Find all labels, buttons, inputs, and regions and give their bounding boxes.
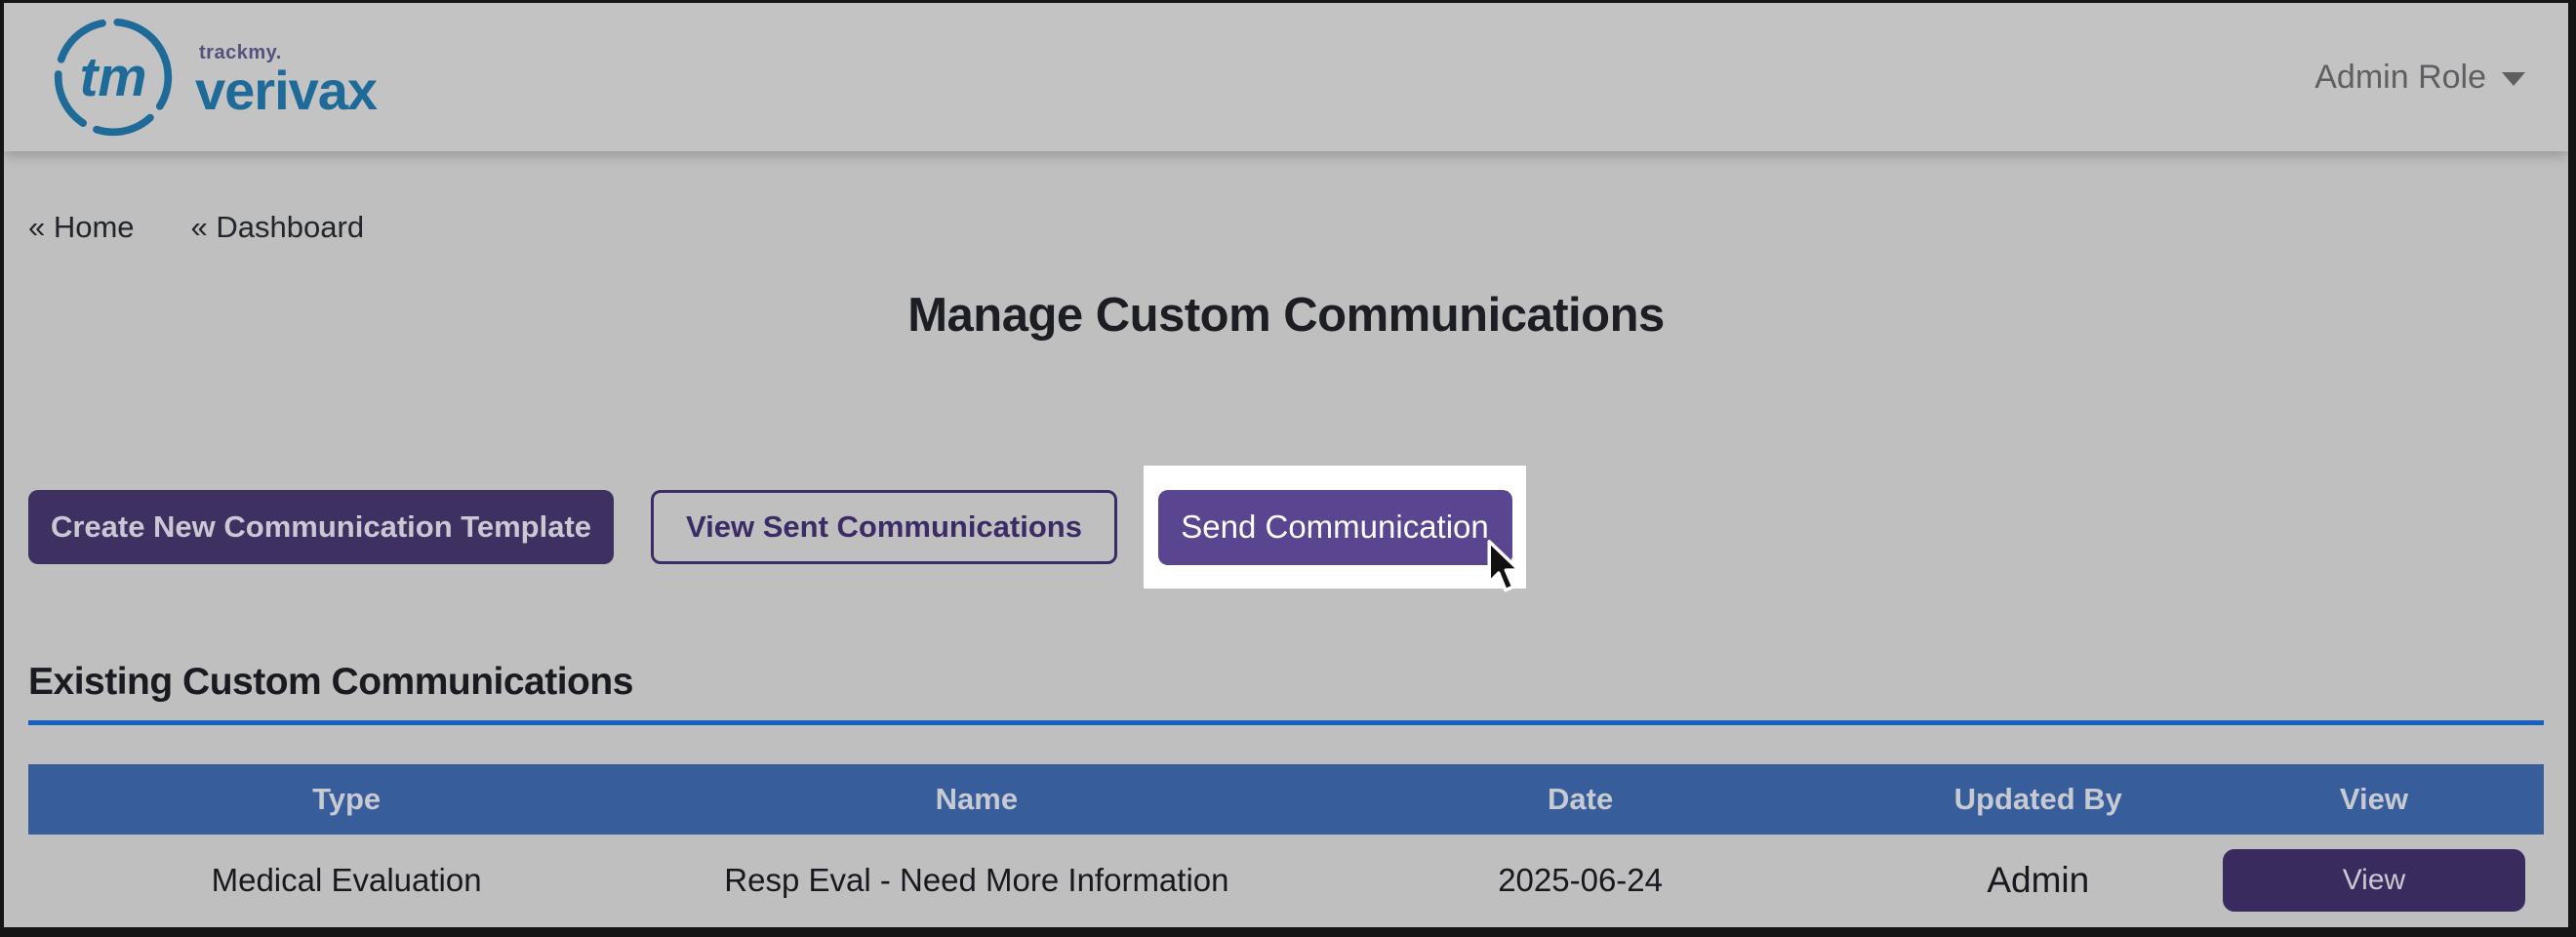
section-divider [28, 720, 2544, 725]
column-header-type: Type [312, 782, 382, 816]
breadcrumb-dashboard-link[interactable]: « Dashboard [190, 210, 365, 244]
chevron-down-icon [2502, 72, 2525, 86]
table-row: Medical Evaluation Resp Eval - Need More… [28, 835, 2544, 925]
send-communication-button[interactable]: Send Communication [1157, 489, 1512, 565]
column-header-updated-by: Updated By [1953, 782, 2122, 816]
column-header-name: Name [935, 782, 1019, 816]
cell-date: 2025-06-24 [1498, 861, 1664, 898]
breadcrumb: « Home « Dashboard [28, 210, 2544, 245]
role-selector-label: Admin Role [2314, 58, 2486, 96]
cell-view: View [2204, 848, 2544, 912]
page-title: Manage Custom Communications [907, 289, 1665, 342]
action-buttons-row: Create New Communication Template View S… [28, 466, 2544, 592]
create-new-communication-template-button[interactable]: Create New Communication Template [28, 490, 614, 564]
cell-type: Medical Evaluation [211, 861, 482, 898]
logo-wordmark: trackmy. verivax [195, 41, 378, 121]
tm-circle-logo-icon: tm [54, 18, 173, 137]
logo-tm-text: tm [80, 46, 147, 107]
view-sent-communications-button[interactable]: View Sent Communications [651, 490, 1117, 564]
section-heading: Existing Custom Communications [28, 661, 633, 703]
top-bar: tm trackmy. verivax Admin Role [4, 3, 2568, 151]
role-selector[interactable]: Admin Role [2314, 59, 2525, 97]
cell-updated-by: Admin [1987, 859, 2090, 900]
logo-trackmy-label: trackmy. [199, 41, 282, 63]
view-button[interactable]: View [2222, 848, 2525, 912]
cell-name: Resp Eval - Need More Information [724, 861, 1229, 898]
column-header-date: Date [1548, 782, 1614, 816]
brand-logo: tm trackmy. verivax [51, 15, 378, 140]
breadcrumb-home-link[interactable]: « Home [28, 210, 135, 244]
tour-spotlight-highlight: Send Communication [1144, 466, 1526, 592]
main-content: « Home « Dashboard Manage Custom Communi… [4, 210, 2568, 925]
logo-verivax-label: verivax [195, 59, 378, 121]
column-header-view: View [2339, 782, 2408, 816]
communications-table: Type Name Date Updated By View Medical E… [28, 764, 2544, 925]
table-header-row: Type Name Date Updated By View [28, 764, 2544, 835]
